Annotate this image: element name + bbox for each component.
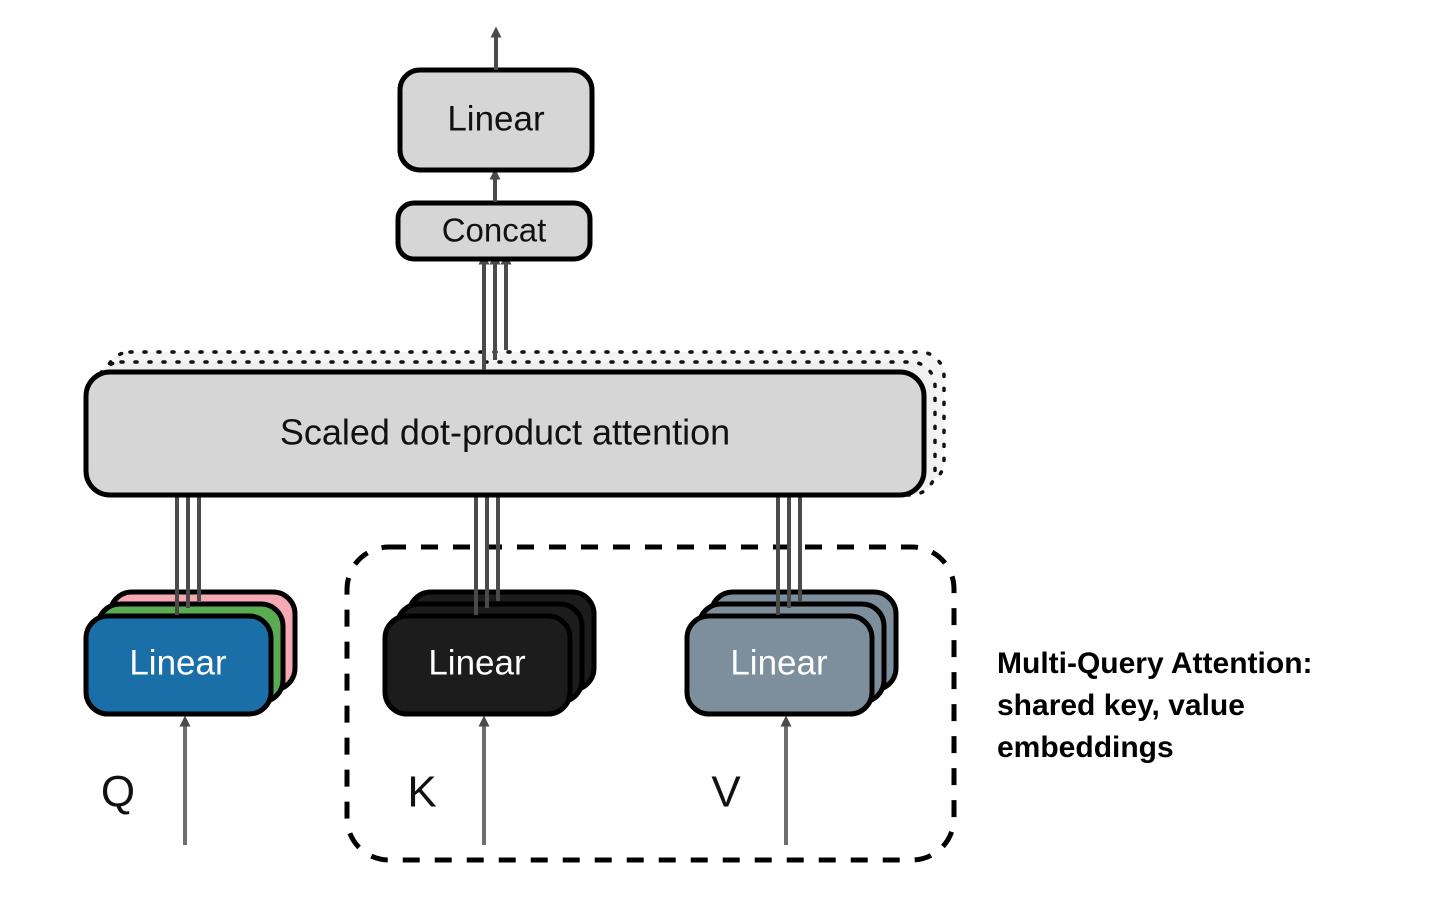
v-linear-layer-front bbox=[684, 613, 875, 717]
v-linear-stack[interactable]: Linear bbox=[684, 589, 899, 717]
concat-label: Concat bbox=[442, 212, 547, 249]
q-linear-layer-front bbox=[83, 613, 274, 717]
q-linear-label: Linear bbox=[129, 643, 227, 682]
k-to-attention-arrows bbox=[470, 483, 504, 615]
input-label-k: K bbox=[407, 768, 436, 817]
caption-line-2: shared key, value bbox=[997, 689, 1245, 722]
caption-block: Multi-Query Attention: shared key, value… bbox=[997, 647, 1313, 764]
shared-kv-group-box bbox=[344, 544, 957, 863]
v-to-attention-arrows bbox=[772, 483, 806, 615]
q-linear-stack[interactable]: Linear bbox=[83, 589, 298, 717]
output-linear-label: Linear bbox=[447, 99, 545, 138]
concat-block[interactable]: Concat bbox=[395, 200, 593, 262]
attention-to-concat-arrows bbox=[478, 253, 512, 370]
attention-block-label: Scaled dot-product attention bbox=[280, 412, 730, 453]
q-to-attention-arrows bbox=[171, 483, 205, 615]
k-linear-stack[interactable]: Linear bbox=[382, 589, 597, 717]
input-label-v: V bbox=[711, 768, 741, 817]
concat-block-rect bbox=[395, 200, 593, 262]
caption-line-1: Multi-Query Attention: bbox=[997, 647, 1313, 680]
scaled-dot-product-attention-block[interactable]: Scaled dot-product attention bbox=[83, 369, 927, 498]
v-linear-label: Linear bbox=[730, 643, 828, 682]
input-label-q: Q bbox=[101, 768, 135, 817]
k-linear-layer-front bbox=[382, 613, 573, 717]
k-linear-label: Linear bbox=[428, 643, 526, 682]
attention-block-rect bbox=[83, 369, 927, 498]
caption-line-3: embeddings bbox=[997, 731, 1174, 764]
output-linear-block[interactable]: Linear bbox=[397, 67, 595, 173]
